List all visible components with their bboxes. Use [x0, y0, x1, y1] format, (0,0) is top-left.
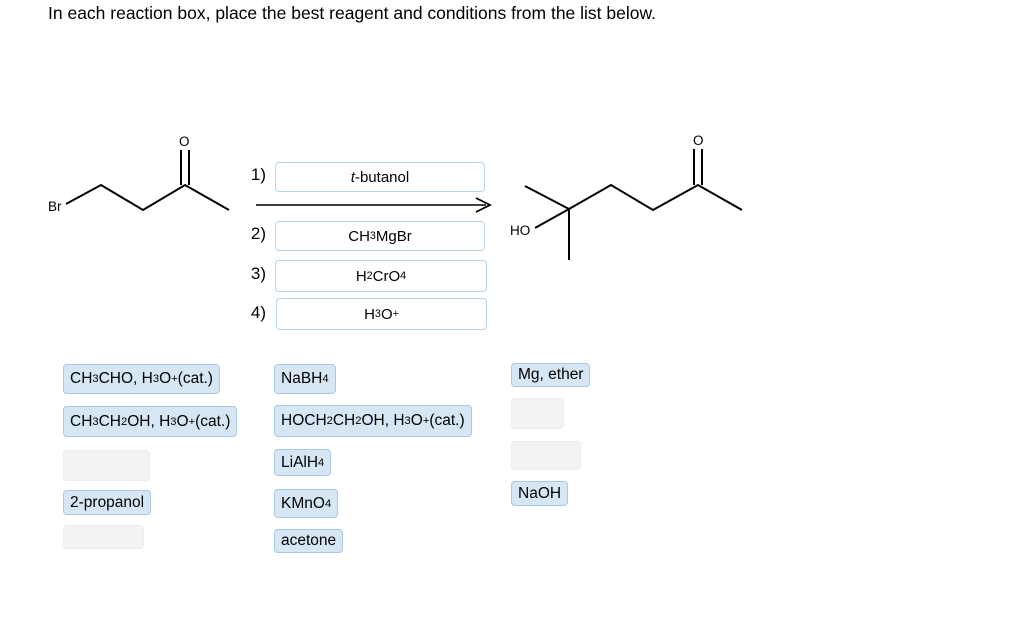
carbonyl-oxygen-label: O — [179, 134, 190, 149]
reagent-empty-slot — [63, 450, 150, 481]
step-4-number: 4) — [250, 303, 266, 322]
hydroxyl-label: HO — [510, 223, 530, 238]
reagent-empty-slot — [63, 525, 144, 549]
reagent-2-propanol[interactable]: 2-propanol — [63, 490, 152, 515]
bromine-label: Br — [48, 199, 62, 214]
starting-material-structure: Br O — [48, 134, 230, 214]
reagent-acetone[interactable]: acetone — [274, 529, 344, 553]
step-1-number: 1) — [250, 165, 266, 184]
reagent-sodium-hydroxide[interactable]: NaOH — [511, 481, 569, 506]
product-carbonyl-oxygen-label: O — [693, 133, 704, 148]
reagent-magnesium-ether[interactable]: Mg, ether — [511, 363, 591, 387]
instructions-text: In each reaction box, place the best rea… — [48, 3, 657, 23]
step-3-number: 3) — [250, 264, 266, 283]
step-2-number: 2) — [250, 224, 266, 243]
product-structure: HO O — [510, 133, 743, 260]
reagent-empty-slot — [511, 398, 564, 429]
reagent-empty-slot — [511, 441, 581, 470]
step-1-drop-box[interactable]: t-butanol — [275, 162, 485, 192]
